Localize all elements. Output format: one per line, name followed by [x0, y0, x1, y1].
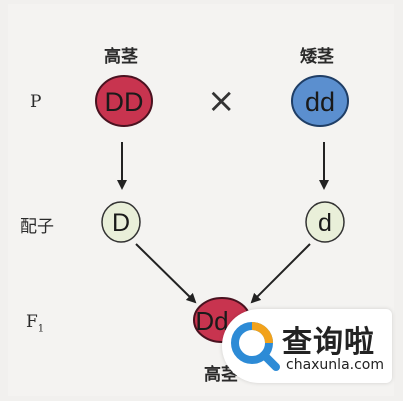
row-label-f1-sub: 1: [37, 323, 45, 335]
row-label-gametes: 配子: [20, 217, 54, 237]
parent-left-genotype: DD: [105, 87, 144, 117]
gamete-left-circle: [101, 201, 141, 243]
trait-label-short: 矮茎: [300, 47, 334, 67]
row-label-f1-main: F: [26, 312, 38, 332]
gamete-right-allele: d: [318, 209, 332, 237]
search-magnifier-logo-icon: [231, 322, 280, 371]
offspring-genotype: Dd: [195, 306, 228, 336]
trait-label-tall: 高茎: [104, 47, 138, 67]
arrow-right-gamete-to-offspring: [250, 243, 311, 304]
cross-symbol: ×: [207, 81, 236, 121]
watermark-badge: 查询啦 chaxunla.com: [222, 309, 392, 383]
arrow-left-gamete-to-offspring: [135, 243, 197, 304]
parent-dd-recessive-circle: [291, 75, 349, 127]
row-label-parents: P: [30, 92, 42, 112]
watermark-url: chaxunla.com: [286, 357, 384, 373]
watermark-title: 查询啦: [282, 325, 375, 360]
gamete-right-circle: [305, 201, 345, 243]
parent-dd-dominant-circle: [95, 75, 153, 127]
row-label-f1: F1: [26, 312, 44, 334]
gamete-left-allele: D: [112, 209, 130, 237]
parent-right-genotype: dd: [305, 87, 335, 117]
